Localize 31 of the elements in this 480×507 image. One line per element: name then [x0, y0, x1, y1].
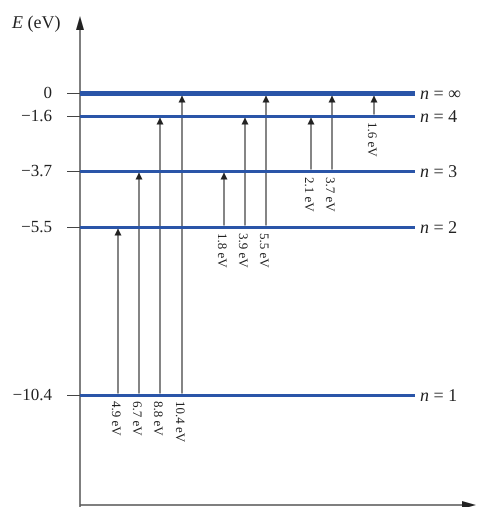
transition-arrow [370, 96, 378, 114]
edge-label: 1.6 eV [365, 122, 379, 156]
transition-arrow [136, 172, 142, 394]
transition-arrow [178, 96, 186, 394]
level-label: n = 1 [420, 385, 458, 405]
transition-arrow [242, 118, 248, 226]
axis-title: E (eV) [12, 12, 60, 33]
edge-label: 3.9 eV [236, 232, 250, 268]
transition-arrow [308, 118, 314, 170]
transition-arrow [328, 96, 336, 170]
edge-label: 2.1 eV [302, 176, 316, 212]
energy-value: −10.4 [12, 385, 52, 405]
edge-label: 1.8 eV [215, 232, 229, 268]
edge-label: 6.7 eV [130, 400, 144, 436]
energy-value: −5.5 [21, 217, 52, 237]
transition-arrow [114, 228, 122, 394]
transition-arrow [220, 172, 228, 226]
level-label: n = 4 [420, 106, 458, 126]
edge-label: 3.7 eV [323, 176, 337, 212]
edge-label: 4.9 eV [109, 400, 123, 436]
level-label: n = 2 [420, 217, 458, 237]
transition-arrow [262, 96, 270, 226]
transition-arrow [156, 118, 164, 394]
level-label: n = ∞ [420, 83, 461, 103]
edge-label: 8.8 eV [151, 400, 165, 436]
energy-value: 0 [44, 83, 52, 103]
level-label: n = 3 [420, 161, 458, 181]
edge-label: 5.5 eV [257, 232, 271, 268]
edge-label: 10.4 eV [173, 400, 187, 442]
energy-value: −3.7 [21, 161, 52, 181]
energy-value: −1.6 [21, 106, 52, 126]
